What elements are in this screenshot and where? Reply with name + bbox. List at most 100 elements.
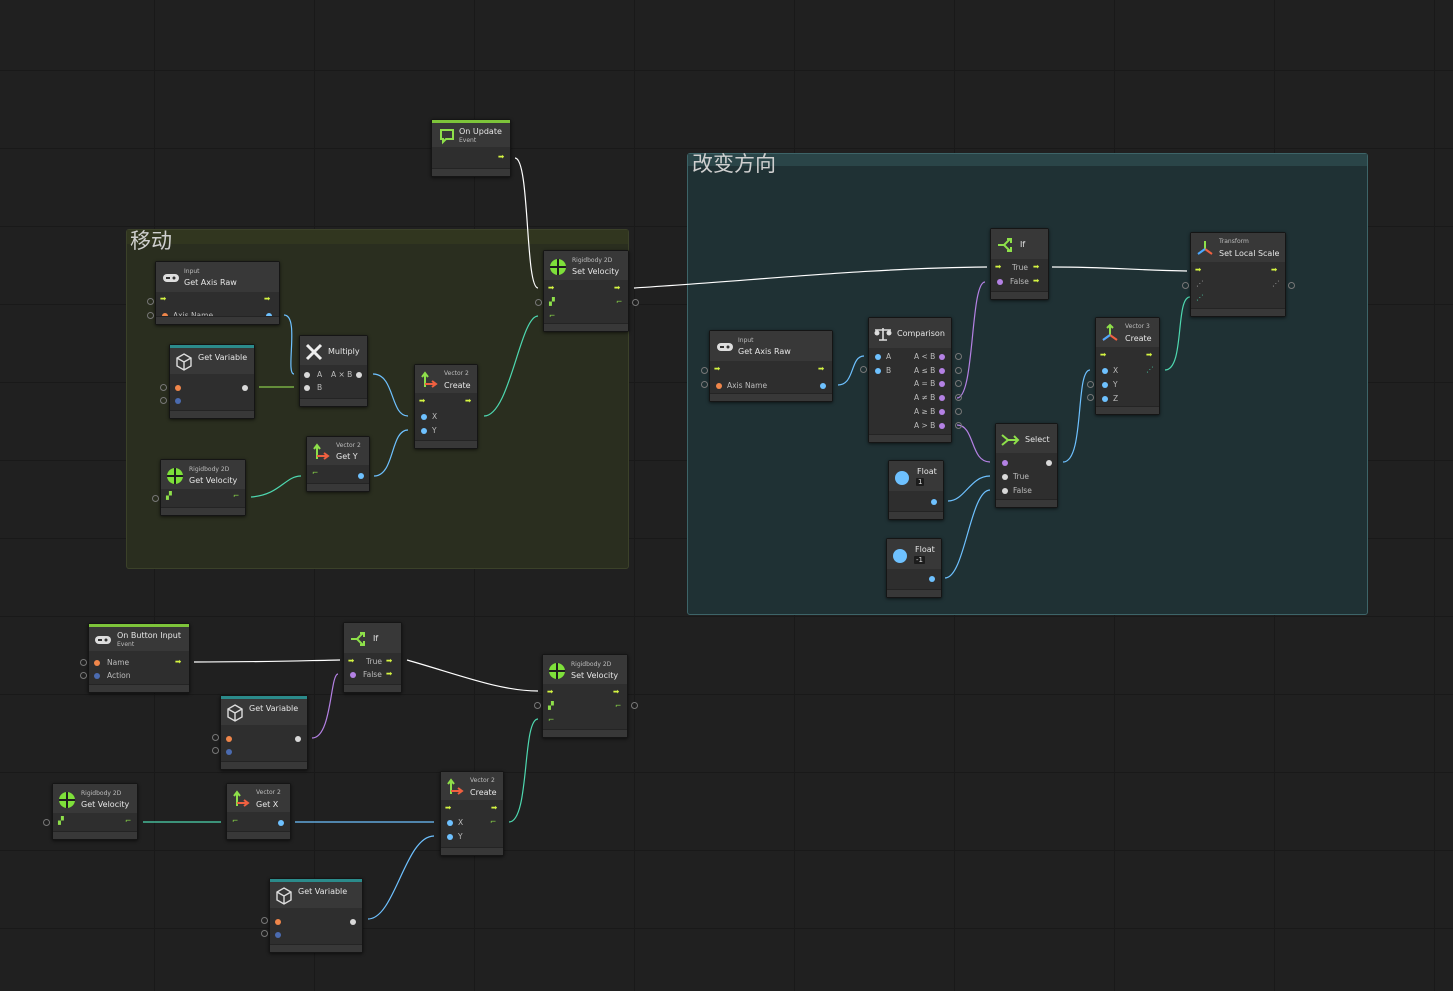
comparison-output-port[interactable] xyxy=(939,367,945,374)
axis-name-port[interactable] xyxy=(716,383,722,389)
comparison-output-port[interactable] xyxy=(939,395,945,402)
target-port[interactable]: ▞ xyxy=(58,816,64,825)
vector-out-port[interactable]: ⌐ xyxy=(490,817,497,826)
external-port[interactable] xyxy=(212,734,219,741)
node-if-bottom[interactable]: If ➡ True ➡ False ➡ xyxy=(343,622,402,693)
target-port[interactable]: ▞ xyxy=(549,297,555,306)
node-get-variable-bottom-2[interactable]: Get Variable xyxy=(269,878,363,953)
group-move-title[interactable]: 移动 xyxy=(130,229,172,253)
y-port[interactable] xyxy=(421,428,427,434)
external-port[interactable] xyxy=(632,299,639,306)
node-get-velocity[interactable]: Rigidbody 2D Get Velocity ▞ ⌐ xyxy=(160,459,246,516)
external-port[interactable] xyxy=(535,299,542,306)
comparison-output-port[interactable] xyxy=(939,408,945,415)
external-port[interactable] xyxy=(701,381,708,388)
vector-in-port[interactable]: ⌐ xyxy=(312,468,319,477)
flow-in-arrow[interactable]: ➡ xyxy=(548,283,555,292)
external-port[interactable] xyxy=(955,366,962,374)
external-port[interactable] xyxy=(955,353,962,360)
condition-port[interactable] xyxy=(350,672,356,678)
node-set-local-scale[interactable]: Transform Set Local Scale ➡ ➡ ⋰ ⋰ ⋰ xyxy=(1190,232,1286,317)
input-b-port[interactable] xyxy=(304,385,310,391)
float-out-port[interactable] xyxy=(820,383,826,389)
external-port[interactable] xyxy=(1087,394,1094,401)
external-port[interactable] xyxy=(1288,282,1295,289)
external-port[interactable] xyxy=(955,394,962,402)
y-port[interactable] xyxy=(1102,382,1108,388)
node-vector2-create-bottom[interactable]: Vector 2 Create ➡ ➡ X ⌐ Y xyxy=(440,771,504,856)
node-get-axis-raw[interactable]: Input Get Axis Raw ➡ ➡ Axis Name xyxy=(155,261,280,325)
target-port[interactable]: ▞ xyxy=(166,491,172,500)
external-port[interactable] xyxy=(955,380,962,388)
node-get-x[interactable]: Vector 2 Get X ⌐ xyxy=(226,783,291,840)
target-port[interactable]: ▞ xyxy=(548,701,554,710)
name-port[interactable] xyxy=(94,660,100,666)
float-value-field[interactable]: -1 xyxy=(914,556,925,564)
node-if[interactable]: If ➡ True ➡ False ➡ xyxy=(990,228,1049,300)
external-port[interactable] xyxy=(1182,282,1189,289)
external-port[interactable] xyxy=(160,397,167,404)
node-vector2-create[interactable]: Vector 2 Create ➡ ➡ X Y xyxy=(414,364,478,449)
flow-out-arrow[interactable]: ➡ xyxy=(1146,350,1153,359)
float-out-port[interactable] xyxy=(931,499,937,505)
flow-out-arrow[interactable]: ➡ xyxy=(491,803,498,812)
x-port[interactable] xyxy=(447,820,453,826)
node-get-axis-raw-dir[interactable]: Input Get Axis Raw ➡ ➡ Axis Name xyxy=(709,330,833,402)
node-on-button-input[interactable]: On Button Input Event Name ➡ Action xyxy=(88,623,190,693)
flow-out-arrow[interactable]: ➡ xyxy=(498,152,505,161)
true-out-arrow[interactable]: ➡ xyxy=(386,656,393,665)
false-out-arrow[interactable]: ➡ xyxy=(386,669,393,678)
condition-port[interactable] xyxy=(997,279,1003,285)
flow-in-arrow[interactable]: ➡ xyxy=(714,364,721,373)
scope-port[interactable] xyxy=(275,932,281,938)
flow-out-arrow[interactable]: ➡ xyxy=(1271,265,1278,274)
flow-in-arrow[interactable]: ➡ xyxy=(445,803,452,812)
comparison-output-port[interactable] xyxy=(939,422,945,429)
external-port[interactable] xyxy=(955,421,962,429)
input-a-port[interactable] xyxy=(875,354,881,360)
node-get-variable[interactable]: Get Variable xyxy=(169,344,255,419)
flow-out-arrow[interactable]: ➡ xyxy=(264,294,271,303)
velocity-out-port[interactable]: ⌐ xyxy=(125,816,132,825)
y-out-port[interactable] xyxy=(358,473,364,479)
scope-port[interactable] xyxy=(175,398,181,404)
flow-out-arrow[interactable]: ➡ xyxy=(818,364,825,373)
external-port[interactable] xyxy=(534,702,541,709)
external-port[interactable] xyxy=(152,495,159,502)
condition-port[interactable] xyxy=(1002,460,1008,466)
node-get-variable-bottom[interactable]: Get Variable xyxy=(220,695,308,770)
input-b-port[interactable] xyxy=(875,368,881,374)
flow-in-arrow[interactable]: ➡ xyxy=(1100,350,1107,359)
flow-out-arrow[interactable]: ➡ xyxy=(175,657,182,666)
flow-in-arrow[interactable]: ➡ xyxy=(348,656,355,665)
external-port[interactable] xyxy=(701,367,708,374)
input-a-port[interactable] xyxy=(304,372,310,378)
target-out-port[interactable]: ⋰ xyxy=(1272,279,1280,288)
x-port[interactable] xyxy=(421,414,427,420)
external-port[interactable] xyxy=(860,366,867,373)
external-port[interactable] xyxy=(261,917,268,924)
external-port[interactable] xyxy=(160,384,167,391)
product-out-port[interactable] xyxy=(356,372,362,378)
node-set-velocity[interactable]: Rigidbody 2D Set Velocity ➡ ➡ ▞ ⌐ ⌐ xyxy=(543,250,629,332)
float-out-port[interactable] xyxy=(929,576,935,582)
scale-port[interactable]: ⋰ xyxy=(1196,293,1204,302)
node-float-1[interactable]: Float 1 xyxy=(888,460,944,520)
false-out-arrow[interactable]: ➡ xyxy=(1033,276,1040,285)
flow-out-arrow[interactable]: ➡ xyxy=(613,687,620,696)
comparison-output-port[interactable] xyxy=(939,354,945,360)
external-port[interactable] xyxy=(1087,381,1094,388)
target-out-port[interactable]: ⌐ xyxy=(616,297,623,306)
false-port[interactable] xyxy=(1002,488,1008,494)
external-port[interactable] xyxy=(212,747,219,754)
node-float-neg1[interactable]: Float -1 xyxy=(886,538,942,598)
external-port[interactable] xyxy=(147,298,154,305)
select-out-port[interactable] xyxy=(1046,460,1052,466)
velocity-port[interactable]: ⌐ xyxy=(549,311,556,320)
external-port[interactable] xyxy=(80,672,87,679)
external-port[interactable] xyxy=(955,407,962,415)
name-port[interactable] xyxy=(175,385,181,391)
z-port[interactable] xyxy=(1102,396,1108,402)
flow-in-arrow[interactable]: ➡ xyxy=(1195,265,1202,274)
